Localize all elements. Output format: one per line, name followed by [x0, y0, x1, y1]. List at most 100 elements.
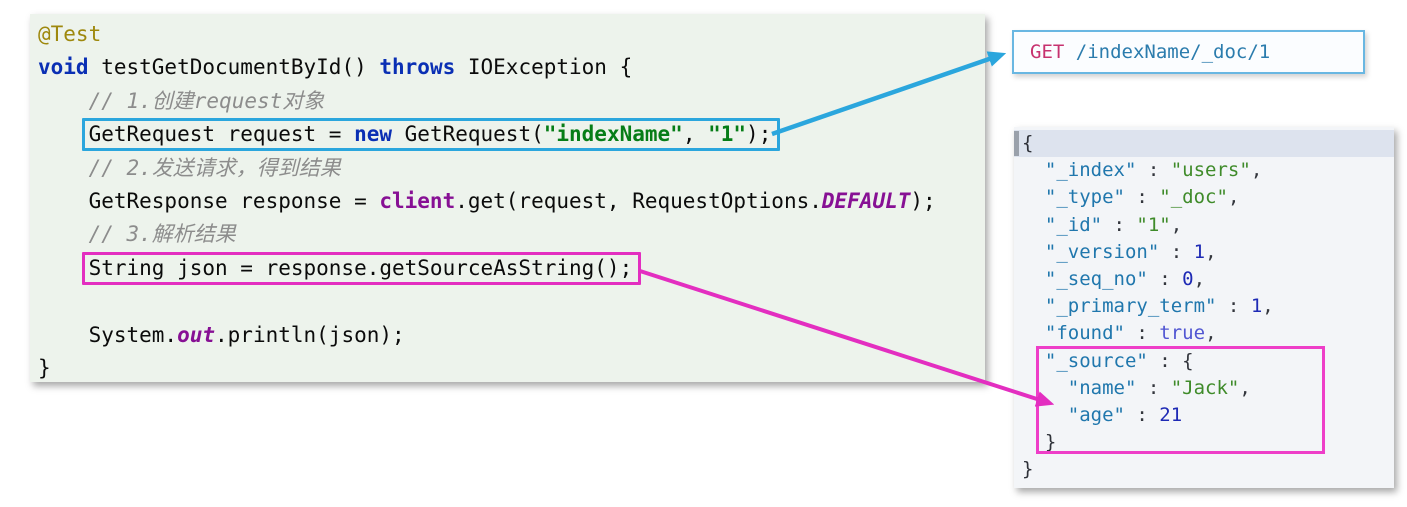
- code-token: true: [1159, 322, 1206, 345]
- java-code-line: [30, 285, 985, 318]
- code-token: "Jack": [1170, 376, 1240, 399]
- code-token: @Test: [38, 22, 102, 46]
- json-response-line: }: [1014, 456, 1394, 483]
- code-token: "_type": [1044, 186, 1125, 209]
- code-token: "_seq_no": [1044, 267, 1148, 290]
- java-code-line: // 3.解析结果: [30, 218, 985, 251]
- code-token: GetRequest(: [392, 122, 544, 147]
- code-token: throws: [379, 55, 456, 80]
- code-token: ,: [1250, 159, 1263, 182]
- code-token: [38, 289, 51, 313]
- code-token: new: [354, 122, 393, 147]
- java-code-line: }: [30, 352, 985, 385]
- code-token: // 3.解析结果: [88, 222, 236, 247]
- code-token: // 2.发送请求，得到结果: [88, 155, 341, 180]
- code-token: :: [1124, 403, 1160, 426]
- code-token: "found": [1044, 322, 1125, 345]
- code-token: IOException {: [455, 55, 633, 80]
- java-code-line: GetResponse response = client.get(reques…: [30, 185, 985, 218]
- blue-highlight-box: GetRequest request = new GetRequest("ind…: [81, 118, 781, 152]
- code-token: ,: [1239, 376, 1251, 399]
- code-token: : {: [1147, 349, 1194, 372]
- java-code-line: GetRequest request = new GetRequest("ind…: [30, 118, 985, 152]
- json-response-line: "_source" : {: [1014, 348, 1394, 375]
- json-response-line: "found" : true,: [1014, 320, 1394, 347]
- code-token: [1022, 214, 1045, 236]
- code-token: ,: [1227, 186, 1240, 209]
- code-token: :: [1102, 213, 1137, 236]
- code-token: [1022, 350, 1045, 372]
- code-token: [1022, 241, 1045, 263]
- code-token: 21: [1159, 403, 1183, 426]
- code-token: [1022, 322, 1045, 344]
- code-token: [1022, 268, 1045, 290]
- code-token: GetRequest request =: [88, 122, 355, 147]
- magenta-highlight-box: String json = response.getSourceAsString…: [81, 251, 642, 285]
- code-token: :: [1124, 322, 1160, 345]
- json-response-line: }: [1014, 429, 1394, 456]
- code-token: "name": [1067, 376, 1137, 399]
- code-token: String json = response.getSourceAsString…: [88, 255, 633, 280]
- code-token: GetResponse response =: [88, 188, 380, 213]
- code-token: ,: [1170, 213, 1183, 236]
- code-token: GET: [1030, 41, 1065, 63]
- java-code-line: void testGetDocumentById() throws IOExce…: [30, 51, 985, 84]
- code-token: }: [1022, 431, 1057, 454]
- code-token: [1022, 159, 1045, 181]
- code-token: );: [910, 188, 936, 213]
- code-token: 1: [1250, 295, 1263, 318]
- json-response-line: "_seq_no" : 0,: [1014, 266, 1394, 293]
- code-token: :: [1147, 267, 1183, 290]
- code-token: testGetDocumentById(): [88, 55, 380, 80]
- code-token: "_index": [1044, 159, 1137, 182]
- code-token: ,: [1205, 322, 1217, 345]
- code-token: "indexName": [543, 122, 683, 147]
- code-token: "_id": [1044, 213, 1103, 236]
- java-code-line: // 1.创建request对象: [30, 85, 985, 118]
- json-response-line: {: [1014, 130, 1394, 158]
- code-token: [1022, 377, 1068, 399]
- java-code-line: // 2.发送请求，得到结果: [30, 152, 985, 185]
- json-response-line: "_id" : "1",: [1014, 212, 1394, 239]
- code-token: [1022, 186, 1045, 208]
- code-token: "_doc": [1159, 186, 1228, 209]
- java-code-block: @Test void testGetDocumentById() throws I…: [30, 14, 985, 382]
- code-token: :: [1124, 186, 1160, 209]
- code-token: .get(request, RequestOptions.: [455, 188, 822, 213]
- code-token: "users": [1170, 159, 1251, 182]
- code-token: :: [1216, 295, 1251, 318]
- code-token: "_source": [1044, 349, 1148, 372]
- code-token: // 1.创建request对象: [88, 88, 325, 113]
- code-token: void: [38, 55, 89, 80]
- code-token: "_version": [1044, 240, 1160, 263]
- get-request-line: GET /indexName/_doc/1: [1014, 32, 1363, 72]
- json-response-line: "_version" : 1,: [1014, 239, 1394, 266]
- rest-get-request-box: GET /indexName/_doc/1: [1012, 30, 1365, 74]
- code-token: [1022, 295, 1045, 317]
- json-response-line: "_index" : "users",: [1014, 157, 1394, 184]
- code-token: ,: [1205, 240, 1217, 263]
- code-token: :: [1159, 240, 1194, 263]
- code-token: :: [1136, 376, 1171, 399]
- code-token: "1": [708, 122, 747, 147]
- code-token: .println(json);: [215, 322, 405, 347]
- java-code-line: System.out.println(json);: [30, 319, 985, 352]
- code-token: /indexName/_doc/1: [1064, 41, 1271, 63]
- java-code-line: @Test: [30, 18, 985, 51]
- code-token: );: [746, 122, 772, 147]
- json-response-line: "age" : 21: [1014, 402, 1394, 429]
- code-token: "1": [1136, 213, 1171, 236]
- code-token: "_primary_term": [1044, 295, 1217, 318]
- code-token: out: [177, 322, 216, 347]
- code-token: "age": [1067, 403, 1125, 426]
- code-token: 1: [1193, 240, 1206, 263]
- code-token: System.: [88, 322, 178, 347]
- code-token: DEFAULT: [821, 188, 911, 213]
- code-token: ,: [1262, 295, 1274, 318]
- code-token: ,: [682, 122, 709, 147]
- code-token: 0: [1182, 267, 1194, 290]
- code-token: ,: [1193, 267, 1206, 290]
- code-token: [1022, 404, 1068, 426]
- code-token: :: [1136, 159, 1171, 182]
